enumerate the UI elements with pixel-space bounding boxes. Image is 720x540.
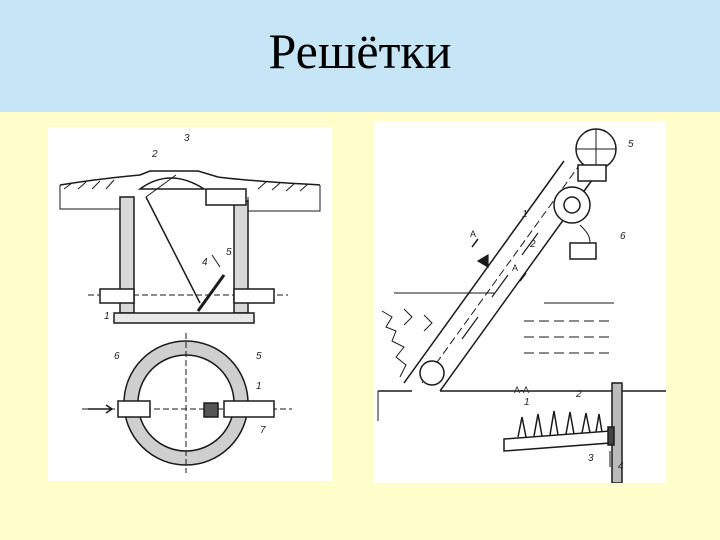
callout-s3: 3 <box>588 453 594 464</box>
slide-title: Решётки <box>268 23 452 79</box>
grating-bar <box>196 274 226 312</box>
callout-2: 2 <box>151 149 158 160</box>
callout-plan-5: 5 <box>256 351 262 362</box>
callout-2: 2 <box>529 239 536 250</box>
debris-bin <box>569 242 597 260</box>
screen-frame-front <box>403 160 565 384</box>
callout-s4: 4 <box>618 461 624 472</box>
base-slab <box>113 312 255 324</box>
callout-6: 6 <box>620 231 626 242</box>
inclined-screen-drawing: 5 1 2 6 А А А-А 1 2 3 4 <box>374 121 666 483</box>
section-base-beam <box>503 430 611 452</box>
outlet-pipe <box>233 288 275 304</box>
callout-1: 1 <box>522 209 528 220</box>
section-a-marker <box>471 238 479 248</box>
callout-1: 1 <box>104 311 110 322</box>
plan-inlet-pipe <box>117 400 151 418</box>
section-label-aa: А-А <box>514 385 529 395</box>
manhole-grating-svg: 2 3 4 5 1 6 5 1 7 <box>59 133 321 473</box>
flow-arrow <box>88 404 114 414</box>
ground-surface <box>59 170 321 186</box>
callout-s2: 2 <box>575 389 582 400</box>
callout-plan-6: 6 <box>114 351 120 362</box>
plan-outlet-pipe <box>223 400 275 418</box>
callout-3: 3 <box>184 133 190 144</box>
inlet-pipe <box>99 288 135 304</box>
lift-rope <box>145 174 177 198</box>
bottom-sprocket <box>419 360 445 386</box>
lift-chain <box>145 196 201 304</box>
section-a-lower: А <box>512 263 518 273</box>
callout-plan-7: 7 <box>260 425 266 436</box>
screen-conveyor <box>421 166 579 384</box>
cover-frame <box>205 188 247 206</box>
debris-zone <box>381 310 407 378</box>
callout-4: 4 <box>202 257 208 268</box>
callout-s1: 1 <box>524 397 530 408</box>
title-bar <box>0 0 720 112</box>
manhole-grating-drawing: 2 3 4 5 1 6 5 1 7 <box>48 127 332 481</box>
drive-housing <box>577 164 607 182</box>
section-rake-teeth <box>517 410 603 438</box>
callout-5: 5 <box>226 247 232 258</box>
callout-5: 5 <box>628 139 634 150</box>
section-a-upper: А <box>470 229 476 239</box>
inclined-screen-svg: 5 1 2 6 А А А-А 1 2 3 4 <box>377 128 666 483</box>
plan-grating <box>203 402 219 418</box>
manhole-cover <box>137 177 207 190</box>
callout-plan-1: 1 <box>256 381 262 392</box>
top-sprocket <box>553 186 591 224</box>
